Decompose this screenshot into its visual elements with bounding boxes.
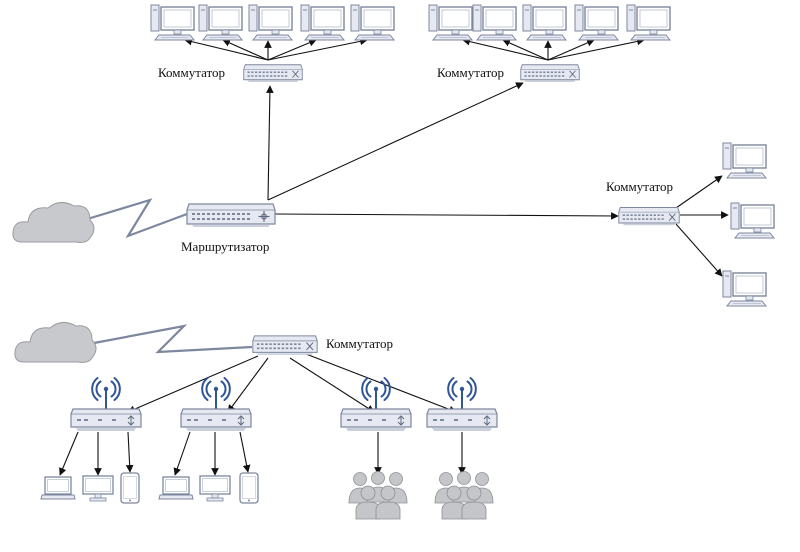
router-icon [186, 203, 276, 228]
edge-switch-top-left-pc-4 [267, 39, 317, 61]
desktop-computer-icon [722, 270, 767, 307]
edge-ap-2-laptop [173, 431, 191, 476]
switch-top-right-label: Коммутатор [437, 65, 504, 80]
edge-switch-bottom-ap-3 [289, 357, 375, 413]
wireless-access-point-icon [340, 377, 412, 432]
desktop-computer-icon [472, 4, 517, 41]
edge-ap-2-tablet [239, 431, 251, 473]
router-label: Маршрутизатор [181, 239, 269, 254]
edge-switch-bottom-ap-2 [227, 357, 269, 413]
desktop-computer-icon [428, 4, 473, 41]
edge-switch-bottom-ap-1 [127, 355, 259, 413]
wireless-access-point-icon [180, 377, 252, 432]
network-switch-icon [520, 64, 580, 83]
wan-link-bottom [93, 324, 253, 354]
desktop-computer-icon [350, 4, 395, 41]
edge-ap-1-laptop [59, 431, 79, 476]
desktop-computer-icon [248, 4, 293, 41]
network-switch-icon [243, 64, 303, 83]
monitor-icon [199, 475, 231, 502]
desktop-computer-icon [730, 202, 775, 239]
desktop-computer-icon [300, 4, 345, 41]
user-group-icon [434, 471, 494, 520]
network-switch-icon [618, 206, 680, 226]
edge-switch-top-right-pc-4 [547, 39, 595, 61]
edge-router-switch-top-left [266, 85, 274, 201]
tablet-icon [239, 472, 259, 504]
wireless-access-point-icon [70, 377, 142, 432]
edge-ap-1-tablet [125, 431, 134, 473]
connections [59, 37, 729, 476]
cloud-icon [14, 322, 97, 363]
tablet-icon [120, 472, 140, 504]
switch-top-left-label: Коммутатор [158, 65, 225, 80]
desktop-computer-icon [574, 4, 619, 41]
edge-router-switch-top-right [267, 82, 524, 201]
edge-switch-top-left-pc-1 [184, 37, 269, 61]
wan-link-top [83, 198, 188, 239]
laptop-icon [158, 476, 194, 500]
network-switch-icon [252, 335, 318, 356]
cloud-icon [12, 202, 95, 243]
laptop-icon [40, 476, 76, 500]
edge-switch-top-right-pc-2 [502, 39, 549, 61]
edge-switch-top-left-pc-2 [222, 39, 269, 61]
desktop-computer-icon [198, 4, 243, 41]
switch-right-label: Коммутатор [606, 179, 673, 194]
desktop-computer-icon [150, 4, 195, 41]
desktop-computer-icon [522, 4, 567, 41]
edge-switch-top-left-pc-5 [267, 37, 368, 61]
edge-router-switch-right [273, 212, 619, 220]
desktop-computer-icon [722, 142, 767, 179]
edge-switch-top-right-pc-5 [547, 37, 645, 61]
switch-bottom-label: Коммутатор [326, 336, 393, 351]
user-group-icon [348, 471, 408, 520]
desktop-computer-icon [626, 4, 671, 41]
monitor-icon [82, 475, 114, 502]
edge-switch-right-pc-3 [675, 223, 723, 277]
edge-switch-right-pc-1 [675, 175, 723, 209]
edge-switch-top-right-pc-1 [462, 37, 549, 61]
edge-switch-bottom-ap-4 [305, 353, 457, 414]
